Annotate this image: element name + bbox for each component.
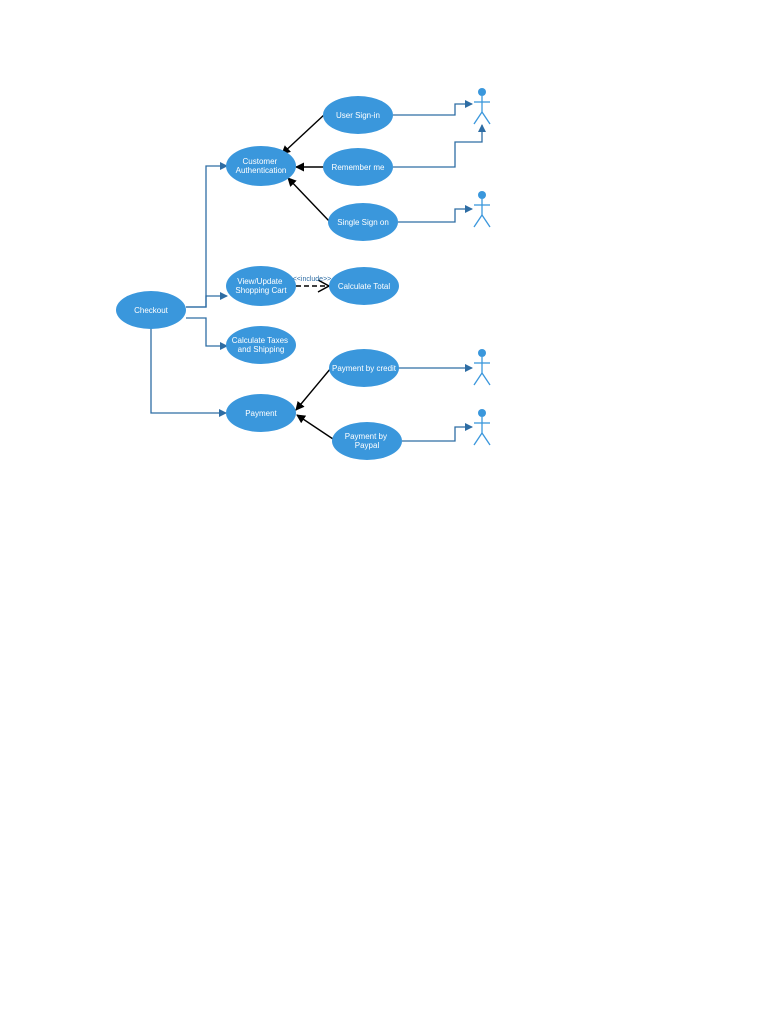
use-case-customer-authentication[interactable]: Customer Authentication bbox=[226, 146, 296, 186]
actor-icon[interactable] bbox=[473, 191, 491, 228]
use-case-remember-me[interactable]: Remember me bbox=[323, 148, 393, 186]
generalizations bbox=[281, 113, 334, 440]
checkout-associations bbox=[150, 162, 228, 417]
edge-payment-paypal-actor bbox=[402, 423, 473, 442]
use-case-payment[interactable]: Payment bbox=[226, 394, 296, 432]
use-case-checkout[interactable]: Checkout bbox=[116, 291, 186, 329]
use-case-label: Single Sign on bbox=[337, 218, 389, 227]
use-case-label-line2: Shopping Cart bbox=[235, 286, 287, 295]
use-case-label: Checkout bbox=[134, 306, 169, 315]
edge-checkout-view-update-cart bbox=[186, 292, 228, 308]
use-case-payment-by-credit[interactable]: Payment by credit bbox=[329, 349, 399, 387]
use-case-label-line1: Customer bbox=[243, 157, 278, 166]
use-case-label: Payment bbox=[245, 409, 277, 418]
use-case-label: Payment by credit bbox=[332, 364, 397, 373]
use-case-label-line2: Authentication bbox=[236, 166, 287, 175]
edge-remember-me-actor bbox=[393, 124, 486, 168]
use-case-label-line1: View/Update bbox=[237, 277, 283, 286]
edge-checkout-customer-authentication bbox=[186, 162, 228, 308]
actor-icon[interactable] bbox=[473, 88, 491, 125]
edge-single-sign-on-actor bbox=[398, 205, 473, 223]
use-case-label-line1: Calculate Taxes bbox=[232, 336, 288, 345]
gen-payment-credit-to-payment bbox=[295, 367, 332, 411]
actor-associations bbox=[393, 100, 486, 442]
edge-checkout-payment bbox=[150, 328, 227, 417]
include-label: <<include>> bbox=[293, 276, 332, 283]
svg-text:View/Update Shopping Car: View/Update Shopping Cart bbox=[235, 277, 287, 295]
gen-single-sign-on-to-auth bbox=[287, 177, 331, 223]
use-case-label: Calculate Total bbox=[338, 282, 391, 291]
include-relationship: <<include>> bbox=[293, 276, 332, 293]
edge-checkout-calculate-taxes bbox=[186, 317, 228, 350]
use-case-label: User Sign-in bbox=[336, 111, 380, 120]
svg-text:Payment by Paypal: Payment by Paypal bbox=[345, 432, 389, 450]
gen-user-sign-in-to-auth bbox=[281, 113, 326, 155]
actor-icon[interactable] bbox=[473, 409, 491, 446]
use-case-label: Remember me bbox=[332, 163, 385, 172]
use-case-label-line2: and Shipping bbox=[238, 345, 285, 354]
use-case-payment-by-paypal[interactable]: Payment by Paypal bbox=[332, 422, 402, 460]
actor-icon[interactable] bbox=[473, 349, 491, 386]
svg-text:Customer Authentication: Customer Authentication bbox=[236, 157, 287, 175]
gen-payment-paypal-to-payment bbox=[296, 414, 334, 440]
edge-user-sign-in-actor bbox=[393, 100, 473, 116]
use-case-view-update-cart[interactable]: View/Update Shopping Cart bbox=[226, 266, 296, 306]
svg-text:Calculate Taxes and Ship: Calculate Taxes and Shipping bbox=[232, 336, 291, 354]
use-case-user-sign-in[interactable]: User Sign-in bbox=[323, 96, 393, 134]
use-case-calculate-taxes[interactable]: Calculate Taxes and Shipping bbox=[226, 326, 296, 364]
use-case-label-line1: Payment by bbox=[345, 432, 387, 441]
use-case-single-sign-on[interactable]: Single Sign on bbox=[328, 203, 398, 241]
use-case-label-line2: Paypal bbox=[355, 441, 380, 450]
use-case-calculate-total[interactable]: Calculate Total bbox=[329, 267, 399, 305]
